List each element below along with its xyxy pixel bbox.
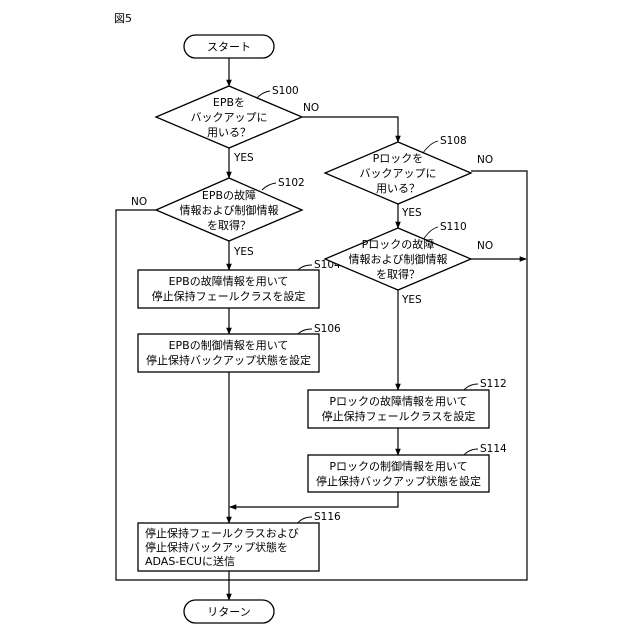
s100-step-label: S100 <box>272 85 299 97</box>
s102-line-2: 情報および制御情報 <box>180 203 279 217</box>
s100-no-label: NO <box>303 102 319 114</box>
s110-line-1: Pロックの故障 <box>362 237 435 251</box>
s112-step-label: S112 <box>480 378 507 390</box>
s110-no-label: NO <box>477 240 493 252</box>
start-label: スタート <box>207 41 251 54</box>
s104-line-1: EPBの故障情報を用いて <box>169 274 289 288</box>
s112-line-1: Pロックの故障情報を用いて <box>329 394 467 408</box>
s114-step-label: S114 <box>480 443 507 455</box>
s102-no-label: NO <box>131 196 147 208</box>
s100-line-2: バックアップに <box>191 111 268 124</box>
s116-line-3: ADAS-ECUに送信 <box>145 554 235 568</box>
s102-line-1: EPBの故障 <box>202 188 256 202</box>
decision-s108: Pロックを バックアップに 用いる？ S108 <box>325 135 471 204</box>
s102-line-3: を取得？ <box>207 219 251 232</box>
s116-line-1: 停止保持フェールクラスおよび <box>145 526 299 540</box>
s100-line-3: 用いる？ <box>207 126 251 139</box>
s108-line-1: Pロックを <box>373 152 424 165</box>
process-s112: Pロックの故障情報を用いて 停止保持フェールクラスを設定 S112 <box>308 378 507 428</box>
s106-line-2: 停止保持バックアップ状態を設定 <box>146 353 311 367</box>
s110-line-3: を取得？ <box>376 268 420 281</box>
s108-yes-label: YES <box>401 207 422 219</box>
s108-line-3: 用いる？ <box>376 182 420 195</box>
decision-s102: EPBの故障 情報および制御情報 を取得？ S102 <box>156 177 305 241</box>
decision-s110: Pロックの故障 情報および制御情報 を取得？ S110 <box>325 221 471 290</box>
process-s114: Pロックの制御情報を用いて 停止保持バックアップ状態を設定 S114 <box>308 443 507 492</box>
end-label: リターン <box>207 606 250 619</box>
s106-step-label: S106 <box>314 323 341 335</box>
s116-line-2: 停止保持バックアップ状態を <box>145 540 288 554</box>
s110-step-label: S110 <box>440 221 467 233</box>
decision-s100: EPBを バックアップに 用いる？ S100 <box>156 85 302 148</box>
end-terminator: リターン <box>184 600 274 623</box>
s110-line-2: 情報および制御情報 <box>349 252 448 266</box>
s116-step-label: S116 <box>314 511 341 523</box>
s106-line-1: EPBの制御情報を用いて <box>169 338 289 352</box>
figure-label: 図5 <box>114 12 132 25</box>
s108-no-label: NO <box>477 154 493 166</box>
s100-yes-label: YES <box>233 152 254 164</box>
s108-line-2: バックアップに <box>360 167 437 180</box>
start-terminator: スタート <box>184 35 274 58</box>
s110-yes-label: YES <box>401 294 422 306</box>
s100-line-1: EPBを <box>213 96 245 109</box>
s102-step-label: S102 <box>278 177 305 189</box>
s104-line-2: 停止保持フェールクラスを設定 <box>152 289 306 303</box>
s108-step-label: S108 <box>440 135 467 147</box>
process-s104: EPBの故障情報を用いて 停止保持フェールクラスを設定 S104 <box>138 259 341 308</box>
process-s116: 停止保持フェールクラスおよび 停止保持バックアップ状態を ADAS-ECUに送信… <box>138 511 341 571</box>
process-s106: EPBの制御情報を用いて 停止保持バックアップ状態を設定 S106 <box>138 323 341 372</box>
s112-line-2: 停止保持フェールクラスを設定 <box>322 409 476 423</box>
s114-line-2: 停止保持バックアップ状態を設定 <box>316 474 481 488</box>
s114-line-1: Pロックの制御情報を用いて <box>329 459 467 473</box>
s102-yes-label: YES <box>233 246 254 258</box>
